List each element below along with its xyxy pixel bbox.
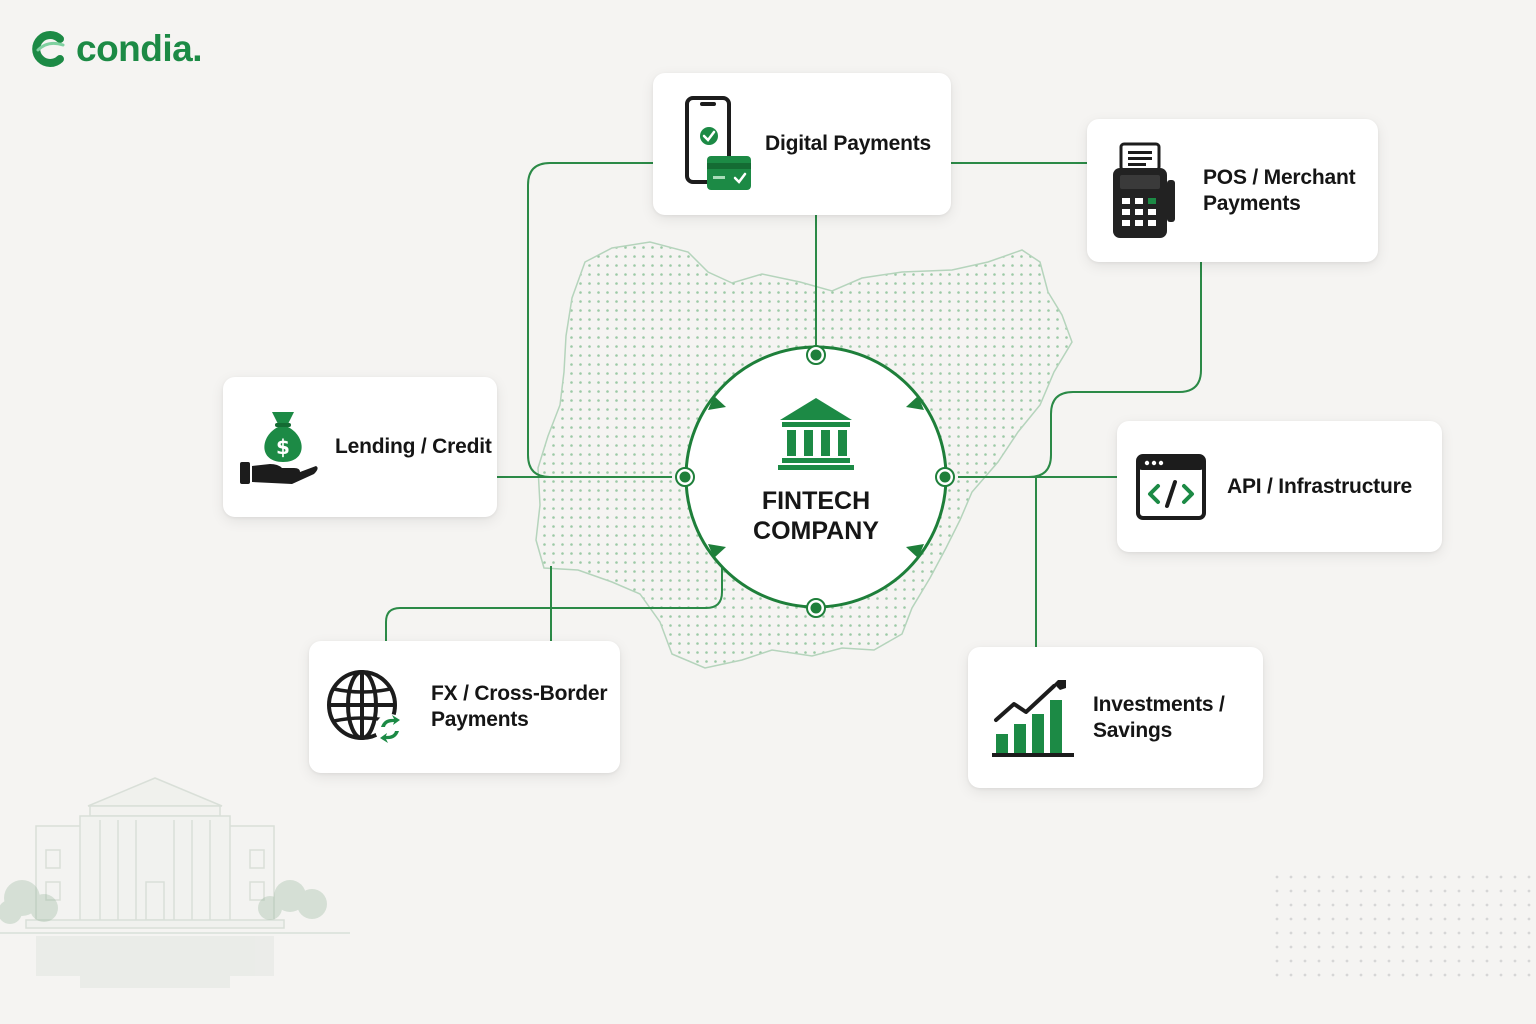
card-pos-label-line2: Payments bbox=[1203, 191, 1301, 215]
pos-terminal-icon bbox=[1109, 142, 1179, 240]
condia-logo-icon bbox=[32, 31, 65, 67]
connector-digital-left bbox=[527, 162, 672, 478]
card-digital-label: Digital Payments bbox=[765, 132, 932, 155]
card-api-infrastructure[interactable]: API / Infrastructure bbox=[1117, 421, 1442, 552]
connector-fx bbox=[385, 565, 723, 641]
bank-icon bbox=[778, 398, 854, 470]
card-pos-merchant-payments[interactable]: POS / Merchant Payments bbox=[1087, 119, 1378, 262]
hub-title: FINTECH COMPANY bbox=[716, 486, 916, 546]
hub-title-line1: FINTECH bbox=[761, 487, 871, 515]
globe-exchange-icon bbox=[325, 667, 407, 747]
card-api-label: API / Infrastructure bbox=[1227, 474, 1413, 498]
card-lending-label: Lending / Credit bbox=[335, 435, 492, 458]
decorative-dot-grid bbox=[1270, 870, 1536, 980]
hub-nodes bbox=[675, 345, 955, 618]
brand-name: condia. bbox=[76, 28, 203, 69]
growth-chart-icon bbox=[992, 678, 1074, 758]
card-invest-label: Investments / Savings bbox=[1093, 692, 1225, 744]
card-investments-savings[interactable]: Investments / Savings bbox=[968, 647, 1263, 788]
card-pos-label: POS / Merchant Payments bbox=[1203, 165, 1356, 217]
hub-title-line2: COMPANY bbox=[753, 517, 879, 545]
card-fx-label-line1: FX / Cross-Border bbox=[431, 682, 608, 705]
card-lending-credit[interactable]: $ Lending / Credit bbox=[223, 377, 497, 517]
card-pos-label-line1: POS / Merchant bbox=[1203, 165, 1356, 189]
mobile-payment-icon bbox=[681, 96, 753, 192]
hub-circle bbox=[684, 345, 948, 609]
money-bag-hand-icon: $ bbox=[237, 406, 319, 488]
brand-logo: condia. bbox=[30, 28, 203, 70]
card-fx-label-line2: Payments bbox=[431, 708, 529, 731]
hub-arrows bbox=[708, 396, 924, 558]
bank-building-illustration bbox=[0, 777, 350, 988]
connector-pos bbox=[958, 262, 1202, 478]
card-fx-label: FX / Cross-Border Payments bbox=[431, 681, 608, 733]
svg-text:$: $ bbox=[276, 435, 290, 459]
card-fx-cross-border[interactable]: FX / Cross-Border Payments bbox=[309, 641, 620, 773]
card-invest-label-line2: Savings bbox=[1093, 718, 1173, 742]
code-window-icon bbox=[1135, 453, 1207, 520]
card-invest-label-line1: Investments / bbox=[1093, 692, 1225, 716]
card-digital-payments[interactable]: Digital Payments bbox=[653, 73, 951, 215]
